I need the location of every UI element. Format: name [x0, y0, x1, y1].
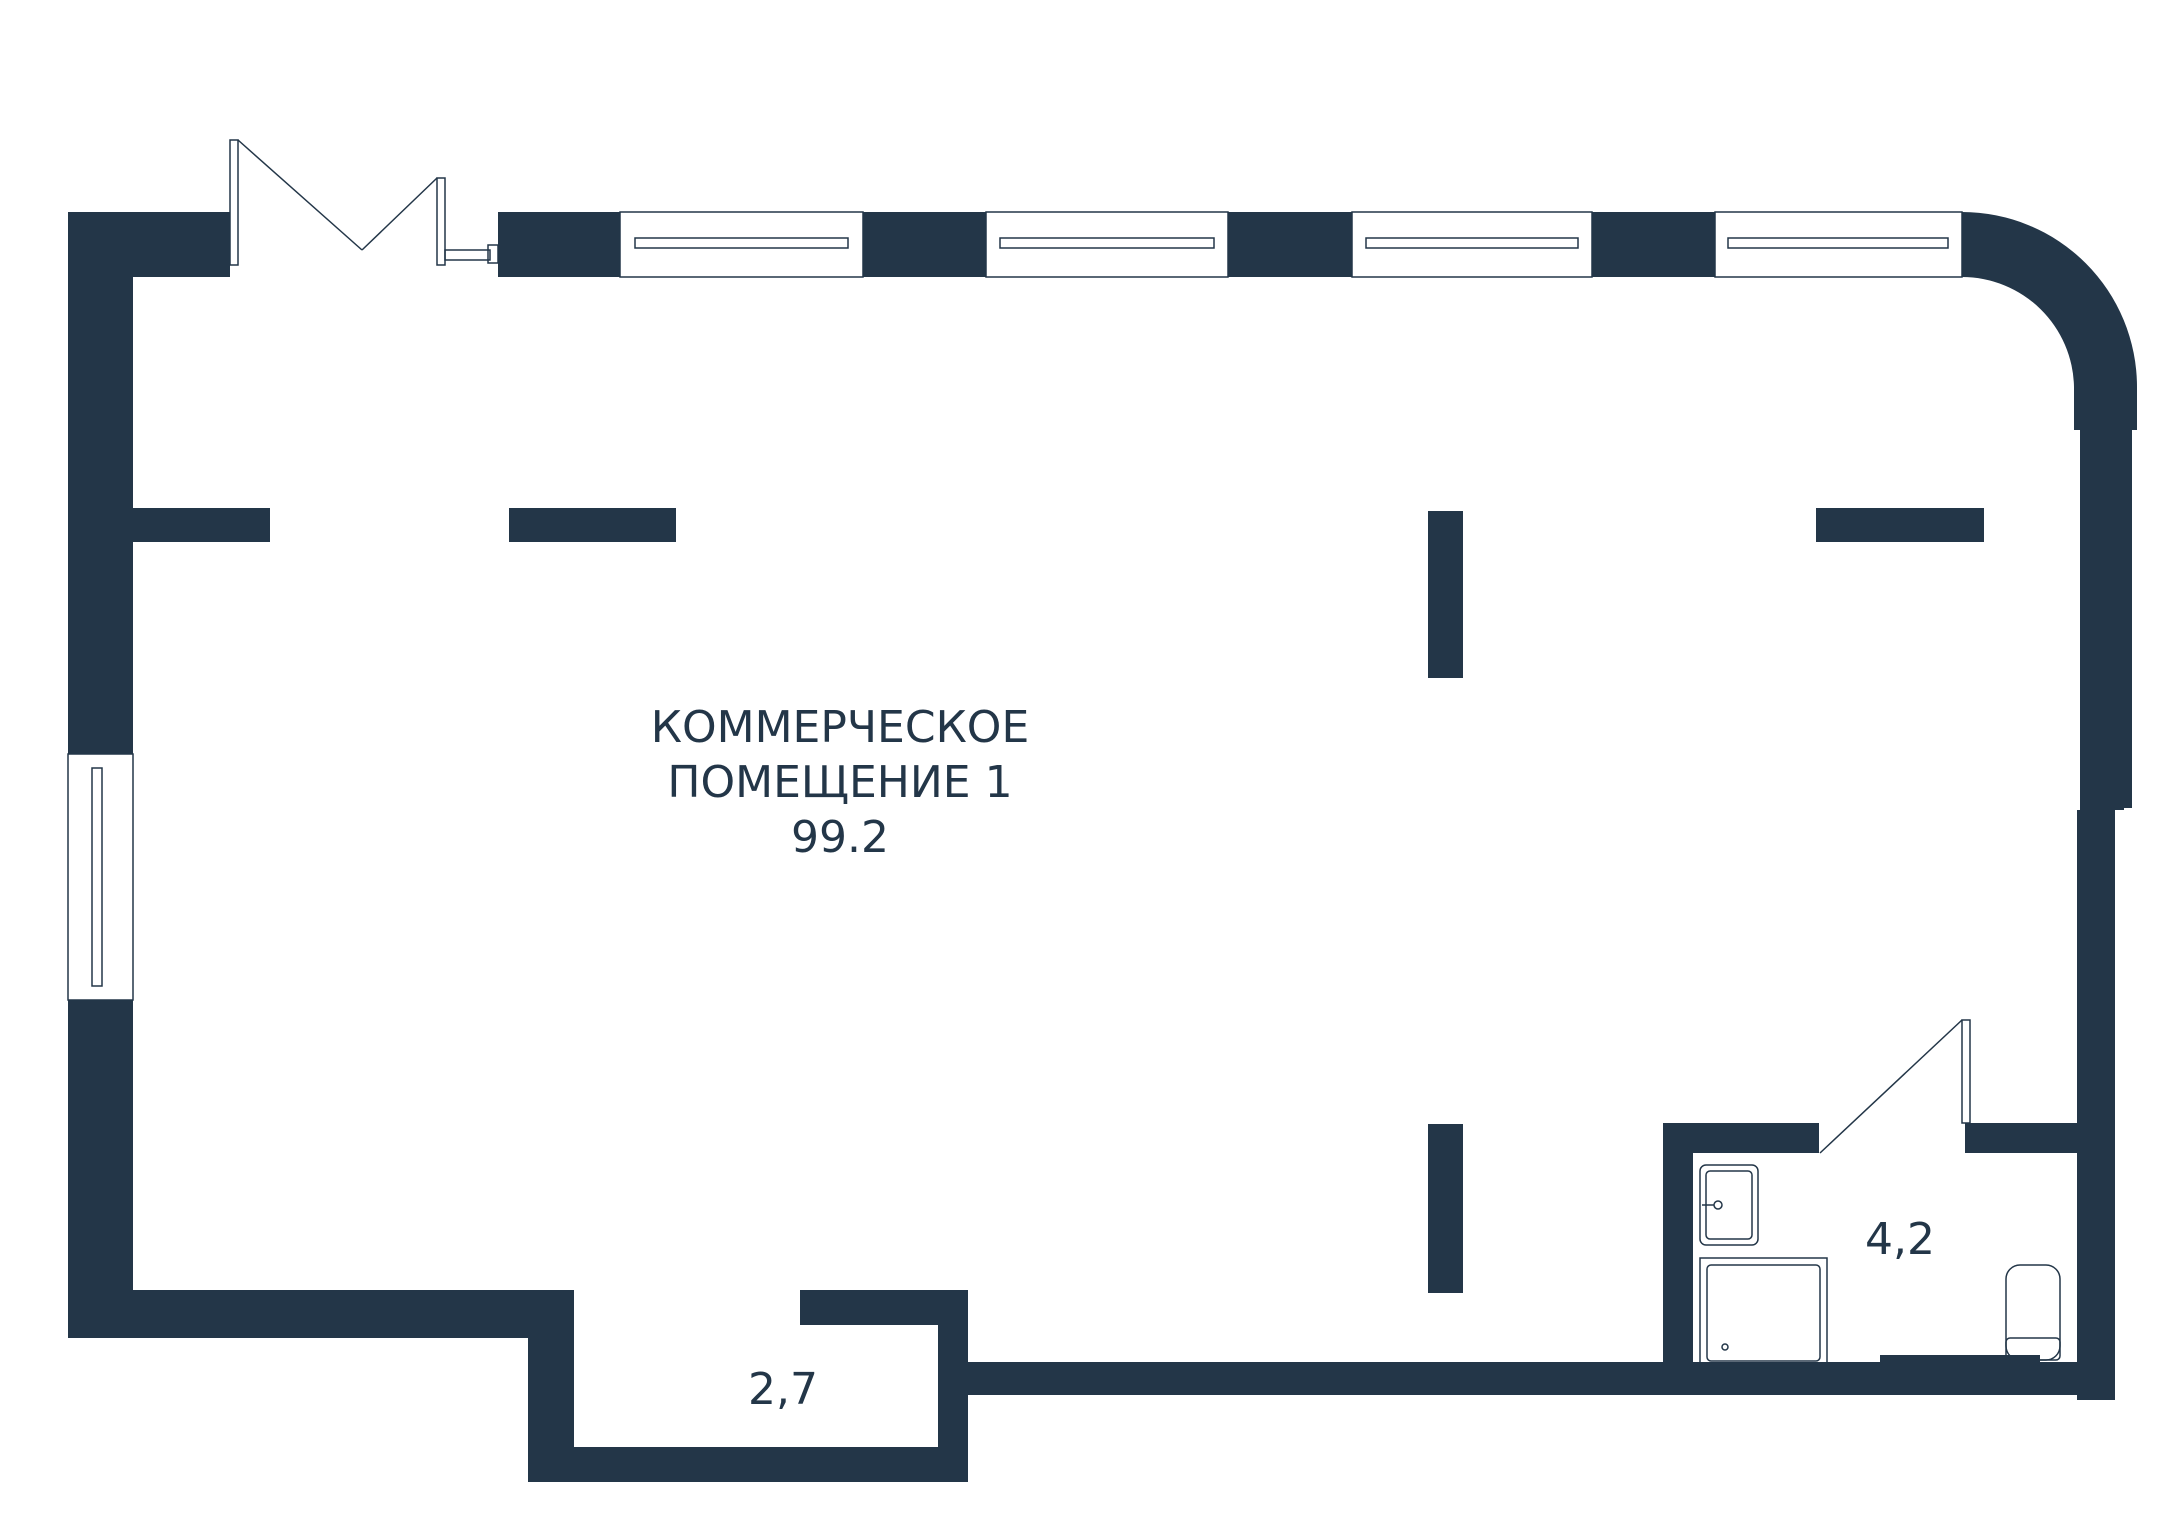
- storage-area-label: 2,7: [748, 1364, 818, 1415]
- wall-top-pier-2: [863, 212, 986, 277]
- wall-left-upper: [68, 212, 133, 754]
- entrance-door-swing-right: [361, 177, 438, 251]
- entrance-door-frame: [444, 249, 491, 261]
- bathroom-counter: [1880, 1355, 2040, 1367]
- wall-rounded-corner: [1962, 212, 2137, 430]
- window-left: [67, 753, 134, 1001]
- wall-niche-bottom: [528, 1447, 968, 1482]
- bathroom-area-label: 4,2: [1865, 1214, 1935, 1265]
- window-top-4-sash: [1727, 237, 1949, 249]
- wall-right-lower: [2077, 810, 2115, 1400]
- window-top-2: [985, 211, 1229, 278]
- partition-left-stub: [133, 508, 270, 542]
- main-room-area: 99.2: [791, 812, 889, 863]
- wall-bath-left: [1663, 1123, 1693, 1395]
- main-room-name-line1: КОММЕРЧЕСКОЕ: [650, 702, 1030, 753]
- wall-top-pier-3: [1228, 212, 1352, 277]
- wall-bath-top-left: [1663, 1123, 1819, 1153]
- wall-bottom-left: [68, 1290, 574, 1338]
- wall-left-lower: [68, 1000, 133, 1338]
- window-top-1-sash: [634, 237, 849, 249]
- wall-bottom-right: [938, 1362, 2115, 1395]
- wall-bath-top-right: [1965, 1123, 2080, 1153]
- partition-stub-right: [1816, 508, 1984, 542]
- wall-top-pier-4: [1592, 212, 1715, 277]
- partition-vertical-upper: [1428, 511, 1463, 678]
- window-top-3-sash: [1365, 237, 1579, 249]
- shower-tray-icon: [1699, 1257, 1828, 1369]
- wall-top-pier-1: [498, 212, 620, 277]
- window-top-4: [1714, 211, 1963, 278]
- window-top-2-sash: [999, 237, 1215, 249]
- walls: [68, 212, 2137, 1482]
- entrance-door-jamb: [487, 244, 499, 264]
- entrance-door-swing-left: [237, 139, 363, 251]
- window-top-1: [619, 211, 864, 278]
- partition-stub-2: [509, 508, 676, 542]
- wall-right-mid: [2080, 430, 2132, 808]
- bathroom-door-leaf: [1961, 1019, 1971, 1124]
- windows: [67, 211, 1963, 1001]
- entrance-door-leaf-left: [229, 139, 239, 266]
- entrance-door-leaf-right: [436, 177, 446, 266]
- toilet-icon: [2005, 1264, 2061, 1361]
- window-top-3: [1351, 211, 1593, 278]
- doors: [229, 139, 1971, 1154]
- bathroom-door-swing: [1819, 1019, 1963, 1154]
- window-left-sash: [91, 767, 103, 987]
- partition-vertical-lower: [1428, 1124, 1463, 1293]
- wall-niche-top-stub: [800, 1290, 968, 1325]
- main-room-label: КОММЕРЧЕСКОЕ ПОМЕЩЕНИЕ 1 99.2: [540, 700, 1140, 865]
- sink-icon: [1699, 1164, 1759, 1246]
- main-room-name-line2: ПОМЕЩЕНИЕ 1: [667, 757, 1013, 808]
